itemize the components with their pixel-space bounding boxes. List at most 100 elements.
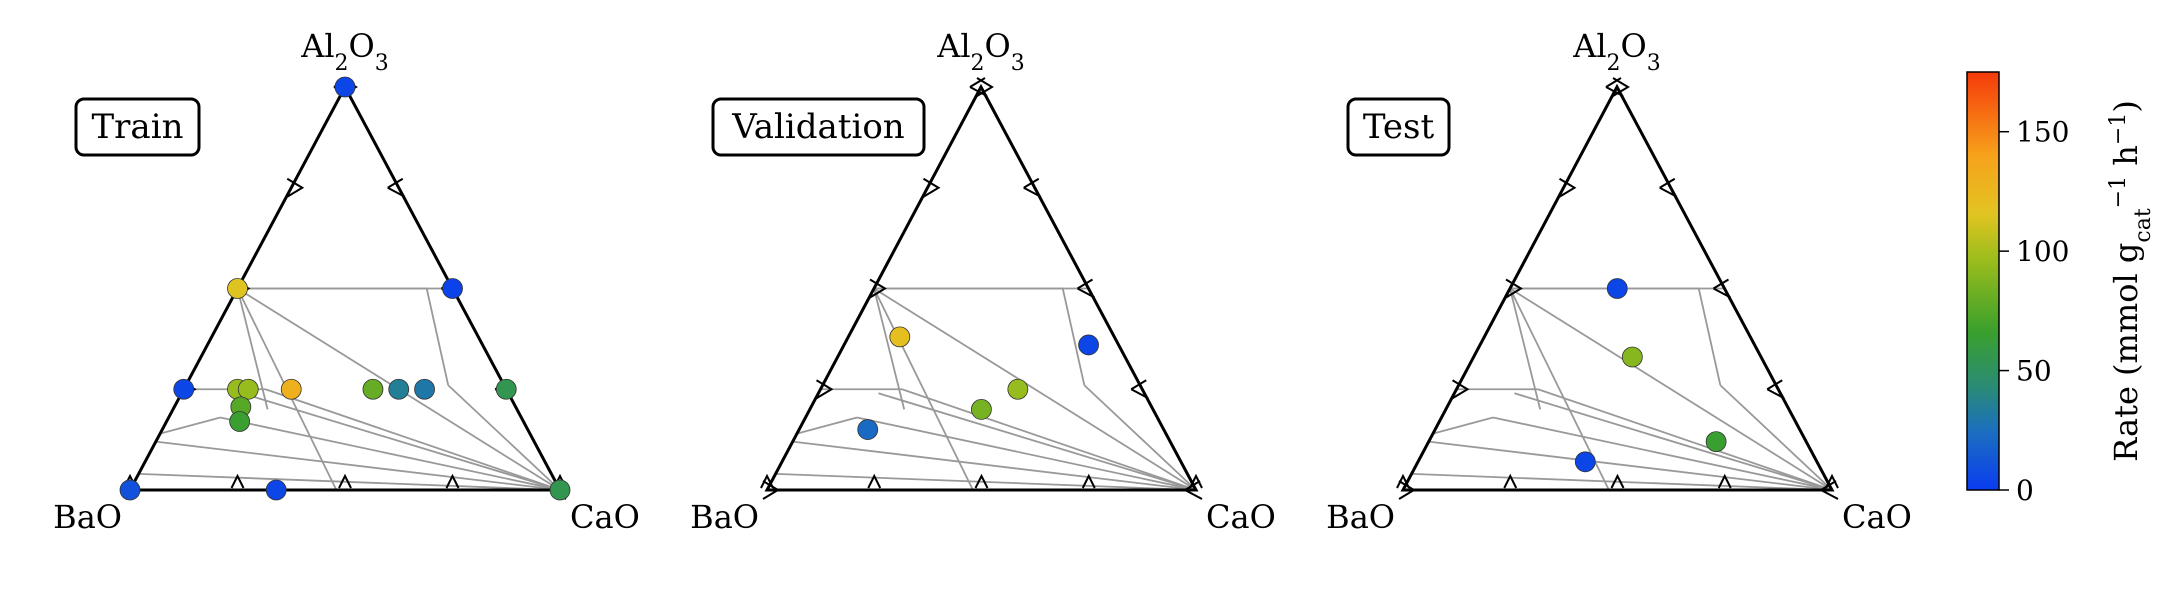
data-point bbox=[334, 76, 356, 98]
vertex-label-left: BaO bbox=[690, 498, 759, 536]
axis-tick bbox=[1451, 379, 1470, 400]
tie-line bbox=[873, 288, 974, 491]
tie-line bbox=[1411, 472, 1833, 491]
axis-tick bbox=[1766, 379, 1783, 391]
tie-line bbox=[792, 440, 1197, 491]
data-point bbox=[1705, 431, 1727, 453]
vertex-label-right: CaO bbox=[570, 498, 640, 536]
tie-line bbox=[1697, 288, 1722, 386]
axis-tick bbox=[1605, 86, 1624, 97]
panel-label-box bbox=[711, 97, 926, 157]
tie-line bbox=[775, 472, 1197, 491]
colorbar-tick-label: 100 bbox=[2016, 235, 2069, 268]
axis-tick bbox=[815, 379, 834, 400]
tie-line bbox=[796, 416, 858, 435]
data-point bbox=[173, 378, 195, 400]
axis-tick bbox=[1659, 186, 1678, 198]
tie-line bbox=[1537, 388, 1833, 491]
panel-label: Test bbox=[1363, 107, 1435, 147]
vertex-label-left: BaO bbox=[1326, 498, 1395, 536]
data-point bbox=[280, 378, 302, 400]
tie-line bbox=[1492, 416, 1833, 491]
data-point bbox=[1621, 346, 1643, 368]
axis-tick bbox=[1130, 379, 1147, 391]
axis-tick bbox=[869, 278, 887, 299]
axis-tick bbox=[1081, 473, 1096, 489]
data-point bbox=[119, 479, 141, 501]
data-point bbox=[495, 378, 517, 400]
axis-tick bbox=[1766, 388, 1785, 400]
tie-line bbox=[155, 440, 561, 491]
tie-line bbox=[1083, 384, 1197, 491]
data-point bbox=[549, 479, 571, 501]
data-point bbox=[971, 398, 992, 420]
axis-tick bbox=[1023, 186, 1042, 198]
data-point bbox=[1606, 278, 1628, 299]
tie-line bbox=[1428, 440, 1833, 491]
axis-tick bbox=[1076, 278, 1094, 290]
vertex-label-left: BaO bbox=[53, 498, 122, 536]
axis-tick bbox=[1825, 473, 1839, 489]
tie-line bbox=[856, 416, 1197, 491]
vertex-label-right: CaO bbox=[1842, 498, 1912, 536]
data-point bbox=[388, 378, 410, 400]
colorbar-tick-label: 0 bbox=[2016, 474, 2034, 507]
axis-tick bbox=[1023, 177, 1040, 189]
panel-label: Validation bbox=[731, 107, 904, 147]
tie-line bbox=[873, 288, 906, 410]
tie-line bbox=[447, 384, 561, 491]
data-point bbox=[229, 411, 251, 432]
axis-tick bbox=[1610, 473, 1625, 489]
tie-line bbox=[1432, 416, 1494, 435]
axis-tick bbox=[1820, 480, 1837, 491]
axis-tick bbox=[1505, 278, 1523, 299]
axis-tick bbox=[1820, 489, 1839, 500]
data-point bbox=[227, 278, 248, 299]
axis-tick bbox=[760, 473, 774, 489]
axis-tick bbox=[1713, 287, 1731, 299]
tie-line bbox=[1719, 384, 1833, 491]
axis-tick bbox=[1077, 287, 1095, 299]
axis-tick bbox=[1659, 177, 1676, 189]
vertex-label-top: Al2O3 bbox=[1572, 27, 1661, 76]
tie-line bbox=[1514, 392, 1833, 491]
tie-line bbox=[425, 288, 450, 386]
axis-tick bbox=[1558, 177, 1577, 198]
data-point bbox=[1007, 378, 1029, 400]
tie-line bbox=[901, 388, 1197, 491]
axis-tick bbox=[1398, 480, 1416, 500]
data-point bbox=[414, 378, 435, 400]
data-point bbox=[442, 278, 463, 299]
axis-tick bbox=[1184, 480, 1201, 491]
axis-tick bbox=[445, 473, 460, 489]
axis-tick bbox=[867, 473, 882, 489]
data-point bbox=[1078, 334, 1099, 356]
data-point bbox=[265, 479, 287, 501]
axis-tick bbox=[922, 177, 941, 198]
axis-tick bbox=[1605, 77, 1622, 88]
vertex-label-top: Al2O3 bbox=[300, 27, 389, 76]
axis-tick bbox=[1130, 388, 1149, 400]
axis-tick bbox=[969, 86, 988, 97]
axis-tick bbox=[387, 186, 406, 198]
tie-line bbox=[241, 392, 561, 491]
colorbar-tick-label: 150 bbox=[2016, 116, 2069, 149]
axis-tick bbox=[1189, 473, 1203, 489]
tie-line bbox=[220, 416, 561, 491]
tie-line bbox=[138, 472, 561, 491]
axis-tick bbox=[387, 177, 404, 189]
axis-tick bbox=[286, 177, 305, 198]
ternary-triangle bbox=[1400, 83, 1835, 492]
ternary-triangle bbox=[764, 83, 1199, 492]
panel-label-box bbox=[74, 97, 201, 157]
vertex-label-top: Al2O3 bbox=[936, 27, 1025, 76]
tie-line bbox=[1509, 287, 1833, 491]
data-point bbox=[857, 419, 879, 440]
panel-label-box bbox=[1346, 97, 1451, 157]
colorbar-title: Rate (mmol gcat−1 h−1) bbox=[2106, 100, 2156, 462]
